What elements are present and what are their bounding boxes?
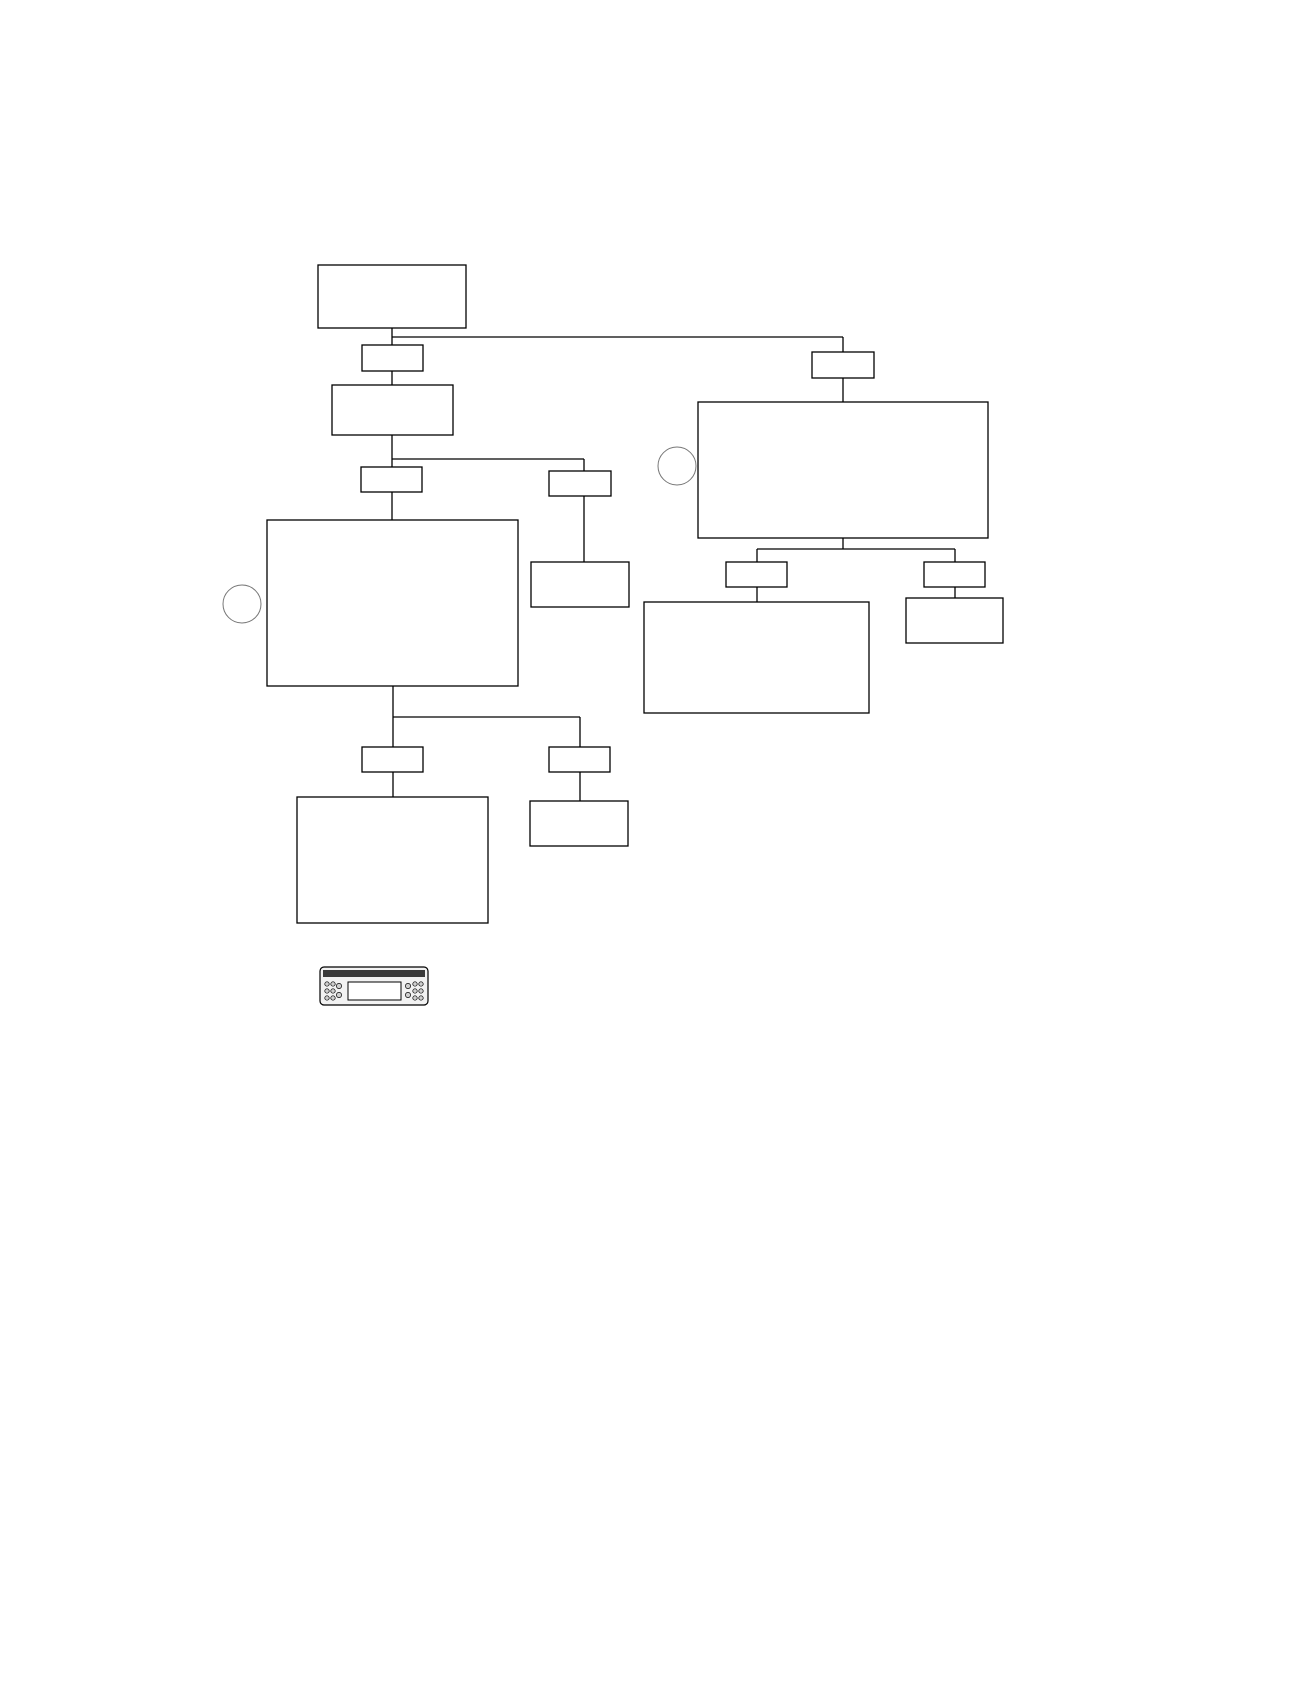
process-box	[697, 401, 989, 539]
connector-label-box	[548, 470, 612, 497]
connector-label-box	[811, 351, 875, 379]
process-box	[529, 800, 629, 847]
connector-label-box	[361, 746, 424, 773]
connector-label-box	[360, 466, 423, 493]
step-marker-circle	[222, 584, 262, 624]
connector-label-box	[725, 561, 788, 588]
process-box	[905, 597, 1004, 644]
radio-head-unit-icon	[319, 966, 429, 1006]
process-boxes	[266, 264, 1004, 924]
process-box	[530, 561, 630, 608]
connector-labels	[360, 344, 986, 773]
process-box	[317, 264, 467, 329]
connector-label-box	[361, 344, 424, 372]
process-box	[331, 384, 454, 436]
process-box	[296, 796, 489, 924]
step-markers	[222, 446, 697, 624]
step-marker-circle	[657, 446, 697, 486]
connector-lines	[391, 328, 956, 801]
process-box	[643, 601, 870, 714]
connector-label-box	[548, 746, 611, 773]
process-box	[266, 519, 519, 687]
connector-label-box	[923, 561, 986, 588]
